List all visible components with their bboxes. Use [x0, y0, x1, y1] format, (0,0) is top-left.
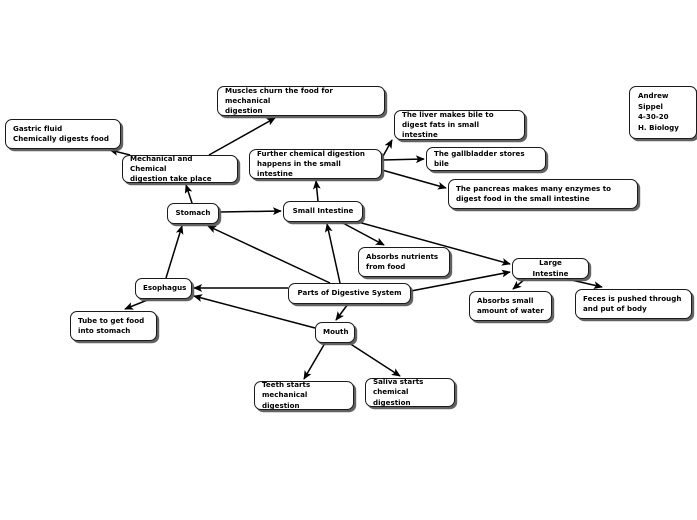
student-info-note: Andrew Sippel 4-30-20 H. Biology	[629, 86, 697, 139]
node-label: Absorbs nutrients from food	[366, 251, 439, 271]
node-label: Mouth	[323, 327, 349, 337]
node-stomach[interactable]: Stomach	[167, 203, 219, 224]
node-gallbladder[interactable]: The gallbladder stores bile	[426, 147, 546, 171]
node-label: Teeth starts mechanical digestion	[262, 380, 311, 410]
node-label: The pancreas makes many enzymes to diges…	[456, 183, 612, 203]
node-label: Esophagus	[143, 283, 187, 293]
node-label: Mechanical and Chemical digestion take p…	[130, 153, 212, 184]
edge-stomach-to-small_intestine	[219, 207, 282, 216]
node-label: Further chemical digestion happens in th…	[257, 148, 365, 179]
edge-parts_digestive-to-stomach	[207, 225, 331, 284]
edge-esophagus-to-tube_food	[124, 298, 151, 310]
node-tube_food[interactable]: Tube to get food into stomach	[70, 311, 157, 341]
node-label: Tube to get food into stomach	[78, 315, 145, 335]
node-liver[interactable]: The liver makes bile to digest fats in s…	[394, 110, 525, 140]
node-teeth[interactable]: Teeth starts mechanical digestion	[254, 380, 354, 410]
node-muscles_churn[interactable]: Muscles churn the food for mechanical di…	[217, 86, 385, 116]
edge-mouth-to-saliva	[348, 342, 401, 377]
node-further_chem[interactable]: Further chemical digestion happens in th…	[249, 149, 382, 179]
node-label: Large Intestine	[532, 258, 569, 278]
node-mech_chem_digestion[interactable]: Mechanical and Chemical digestion take p…	[122, 153, 238, 184]
edge-large_intestine-to-absorbs_water	[512, 278, 526, 290]
node-label: The liver makes bile to digest fats in s…	[402, 109, 494, 140]
node-label: Gastric fluid Chemically digests food	[13, 123, 109, 143]
edge-parts_digestive-to-mouth	[335, 303, 349, 321]
node-label: Small Intestine	[292, 206, 354, 216]
node-label: The gallbladder stores bile	[434, 148, 525, 168]
edge-further_chem-to-liver	[381, 139, 393, 159]
edge-small_intestine-to-further_chem	[312, 180, 321, 202]
node-saliva[interactable]: Saliva starts chemical digestion	[365, 377, 455, 407]
edge-further_chem-to-pancreas	[381, 169, 447, 190]
edge-further_chem-to-gallbladder	[381, 155, 425, 164]
node-small_intestine[interactable]: Small Intestine	[283, 201, 363, 222]
node-esophagus[interactable]: Esophagus	[135, 278, 192, 299]
node-gastric_fluid[interactable]: Gastric fluid Chemically digests food	[5, 119, 121, 149]
node-absorbs_water[interactable]: Absorbs small amount of water	[469, 291, 552, 321]
node-label: Parts of Digestive System	[297, 288, 402, 298]
edge-mouth-to-teeth	[303, 342, 326, 380]
node-pancreas[interactable]: The pancreas makes many enzymes to diges…	[448, 179, 638, 209]
edge-large_intestine-to-feces	[566, 278, 603, 289]
edge-esophagus-to-stomach	[165, 225, 184, 279]
edge-stomach-to-mech_chem	[184, 184, 193, 204]
node-mouth[interactable]: Mouth	[315, 322, 355, 343]
node-label: Muscles churn the food for mechanical di…	[225, 85, 333, 116]
node-parts_digestive[interactable]: Parts of Digestive System	[288, 283, 411, 304]
node-label: Absorbs small amount of water	[477, 295, 544, 315]
node-absorbs_nutrients[interactable]: Absorbs nutrients from food	[358, 247, 450, 277]
edge-small_intestine-to-absorbs_nutrients	[340, 221, 385, 246]
edge-parts_digestive-to-small_intestine	[324, 223, 341, 284]
node-feces[interactable]: Feces is pushed through and put of body	[575, 289, 692, 319]
node-large_intestine[interactable]: Large Intestine	[512, 258, 589, 279]
node-label: Stomach	[175, 208, 211, 218]
node-label: Feces is pushed through and put of body	[583, 293, 682, 313]
node-label: Saliva starts chemical digestion	[373, 377, 424, 407]
